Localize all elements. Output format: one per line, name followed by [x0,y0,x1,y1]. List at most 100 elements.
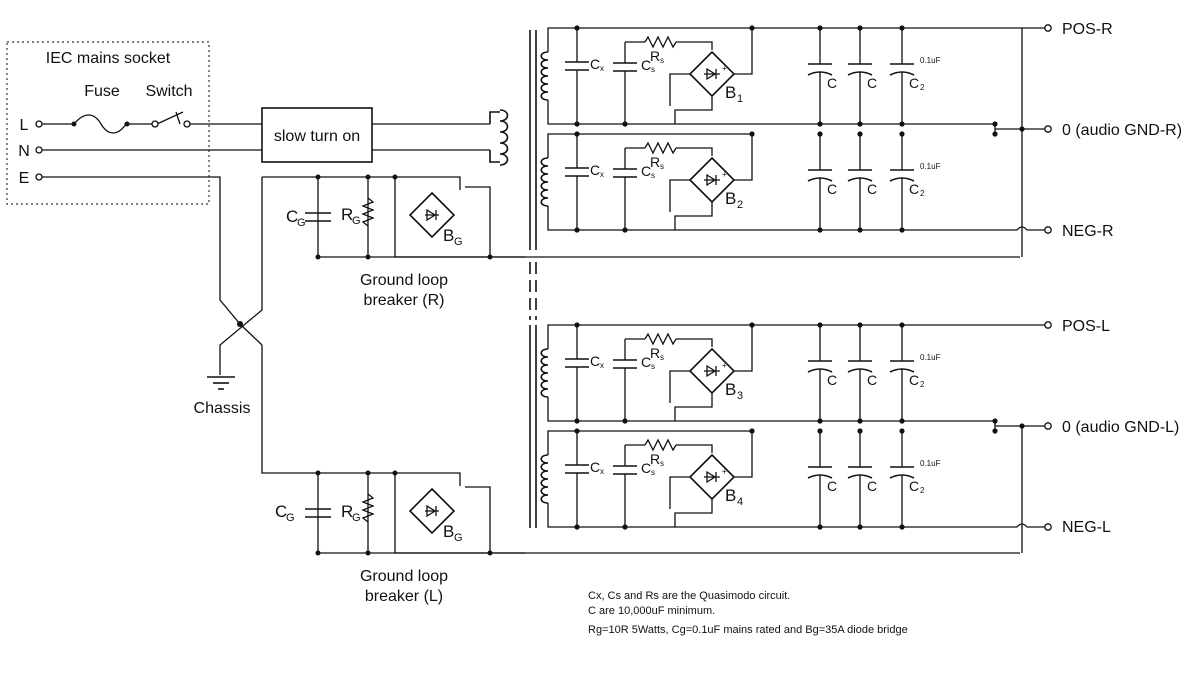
output-terminal [1044,226,1052,234]
cs-label: C [641,57,651,73]
cg-r-sub: G [297,217,306,229]
reservoir-cap-label: C [867,181,877,197]
bridge-plus: + [722,467,727,476]
bg-r-label: B [443,226,454,245]
reservoir-cap-label: C [867,75,877,91]
c2-label: C [909,372,919,388]
wire [676,147,713,156]
ground-loop-l-line2: breaker (L) [365,588,443,605]
cx-sub: x [600,361,604,370]
chassis-label: Chassis [194,400,251,417]
note-quasimodo: Cx, Cs and Rs are the Quasimodo circuit. [588,590,790,602]
junction-dot [992,428,998,434]
junction-dot [857,418,863,424]
rs-resistor [644,35,677,49]
junction-dot [857,524,863,530]
junction-dot [817,418,823,424]
reservoir-cap-label: C [827,372,837,388]
secondary-coil [540,157,549,207]
c2-value: 0.1uF [920,353,941,362]
junction-dot [574,131,580,137]
junction-dot [992,131,998,137]
capacitor-plate-curved [889,368,915,373]
cx-label: C [590,459,600,475]
capacitor-plate-curved [847,177,873,182]
c2-value: 0.1uF [920,162,941,171]
fuse-label: Fuse [84,83,120,100]
wire [734,325,753,372]
bridge-sub: 1 [737,93,743,105]
rg-r-sub: G [352,215,361,227]
junction-dot [899,428,905,434]
c2-sub: 2 [920,486,925,495]
wire [676,338,713,347]
wire [669,73,690,106]
gnd-r-label: 0 (audio GND-R) [1062,122,1182,139]
c2-label: C [909,478,919,494]
cg-r-label: C [286,207,298,226]
junction-dot [857,121,863,127]
bridge-sub: 2 [737,199,743,211]
output-terminal [1044,422,1052,430]
rs-label: R [650,345,660,361]
cs-label: C [641,163,651,179]
cg-l-sub: G [286,512,295,524]
wire [674,499,713,527]
junction-dot [622,227,628,233]
primary-coil [499,109,509,166]
wire [676,444,713,453]
reservoir-cap-label: C [867,478,877,494]
output-terminal [1044,321,1052,329]
wire [674,202,713,230]
neg-r-label: NEG-R [1062,223,1114,240]
neg-r-rail [995,226,1045,231]
ground-loop-r-line2: breaker (R) [364,292,445,309]
junction-dot [574,428,580,434]
junction-dot [992,418,998,424]
cx-label: C [590,353,600,369]
junction-dot [899,121,905,127]
cg-l-label: C [275,502,287,521]
reservoir-cap-label: C [867,372,877,388]
rg-r-label: R [341,205,353,224]
junction-dot [817,524,823,530]
bridge-label: B [725,380,736,399]
bg-l-sub: G [454,532,463,544]
junction-dot [574,227,580,233]
reservoir-cap-label: C [827,75,837,91]
gnd-l-label: 0 (audio GND-L) [1062,419,1179,436]
c2-value: 0.1uF [920,56,941,65]
capacitor-plate-curved [807,474,833,479]
junction-dot [899,524,905,530]
ground-loop-r-line1: Ground loop [360,272,448,289]
bg-l-label: B [443,522,454,541]
note-capacitance: C are 10,000uF minimum. [588,605,715,617]
rs-sub: s [660,162,664,171]
junction-dot [574,25,580,31]
neg-l-rail [995,523,1045,528]
cx-sub: x [600,170,604,179]
capacitor-plate-curved [847,474,873,479]
bridge-plus: + [722,170,727,179]
reservoir-cap-label: C [827,478,837,494]
junction-dot [574,121,580,127]
bridge-label: B [725,83,736,102]
capacitor-plate-curved [889,474,915,479]
junction-dot [574,524,580,530]
rg-l-sub: G [352,512,361,524]
rs-resistor [644,332,677,346]
bridge-diode-glyph [704,364,720,378]
junction-dot [622,524,628,530]
rs-sub: s [660,459,664,468]
c2-sub: 2 [920,189,925,198]
note-ground-parts: Rg=10R 5Watts, Cg=0.1uF mains rated and … [588,624,908,636]
rs-sub: s [660,353,664,362]
c2-value: 0.1uF [920,459,941,468]
rs-sub: s [660,56,664,65]
cx-sub: x [600,64,604,73]
switch-blade [156,111,184,125]
wire [734,431,753,478]
junction-dot [857,428,863,434]
junction-dot [817,121,823,127]
